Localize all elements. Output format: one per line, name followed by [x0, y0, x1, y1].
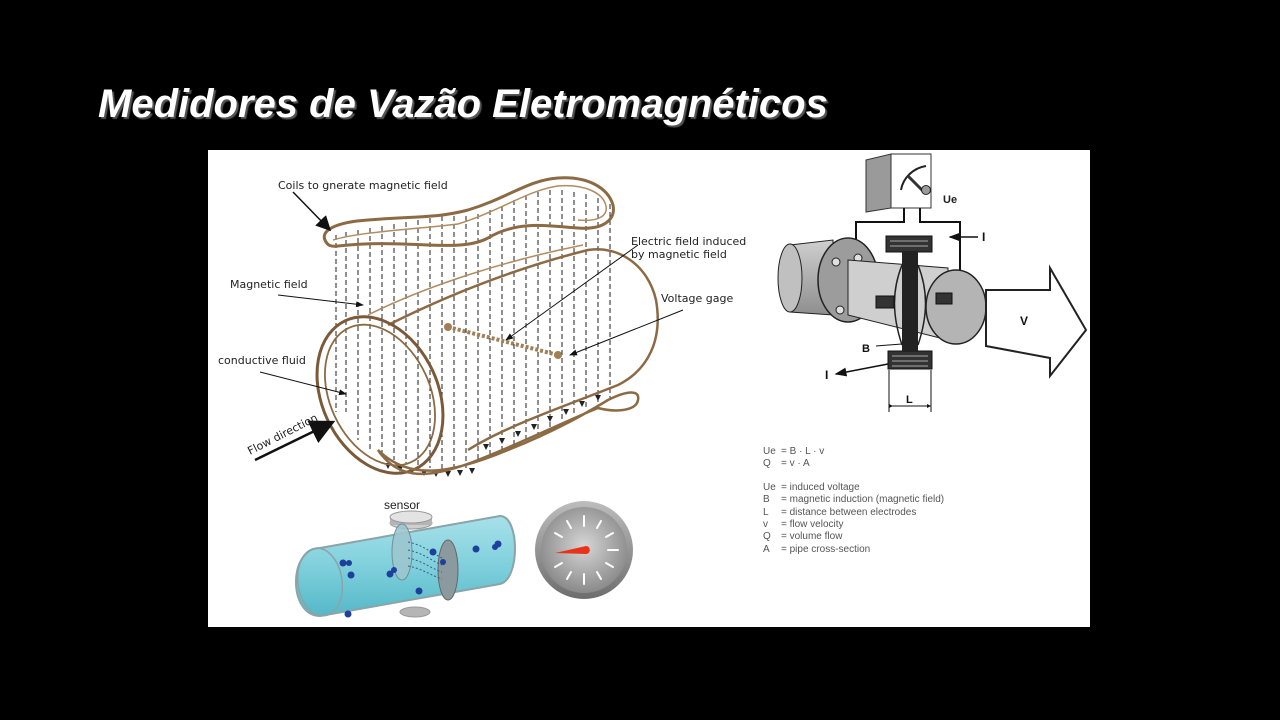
label-sensor: sensor: [384, 498, 420, 512]
definition-symbol: Q: [763, 531, 771, 543]
definition-row: L = distance between electrodes: [763, 507, 944, 519]
label-coils: Coils to gnerate magnetic field: [278, 179, 448, 192]
formula-symbol: Q: [763, 458, 771, 470]
definition-text: = pipe cross-section: [781, 543, 871, 555]
formula-expr: = v · A: [781, 458, 810, 470]
label-b: B: [862, 343, 870, 355]
formula-row: Ue = B · L · v: [763, 446, 944, 458]
definition-symbol: Ue: [763, 481, 776, 493]
coil-drawing: Coils to gnerate magnetic field Magnetic…: [218, 176, 746, 477]
definition-text: = volume flow: [781, 531, 843, 543]
definition-row: B = magnetic induction (magnetic field): [763, 494, 944, 506]
definition-row: Ue = induced voltage: [763, 482, 944, 494]
label-voltage-gage: Voltage gage: [661, 292, 733, 305]
definition-symbol: L: [763, 506, 769, 518]
definition-text: = magnetic induction (magnetic field): [781, 494, 945, 506]
definition-row: Q = volume flow: [763, 531, 944, 543]
label-electric-field-2: by magnetic field: [631, 248, 727, 261]
definition-symbol: B: [763, 494, 770, 506]
label-magnetic-field: Magnetic field: [230, 278, 308, 291]
definition-text: = distance between electrodes: [781, 506, 917, 518]
definition-symbol: v: [763, 519, 768, 531]
definition-row: A = pipe cross-section: [763, 544, 944, 556]
label-v: V: [1020, 314, 1028, 328]
slide-title: Medidores de Vazão Eletromagnéticos: [98, 82, 828, 126]
gauge-needle: [555, 546, 590, 554]
definition-symbol: A: [763, 543, 770, 555]
label-electric-field-1: Electric field induced: [631, 235, 746, 248]
definition-text: = flow velocity: [781, 519, 844, 531]
formula-symbol: Ue: [763, 446, 776, 457]
label-conductive-fluid: conductive fluid: [218, 354, 306, 367]
formula-legend: Ue = B · L · v Q = v · A Ue = induced vo…: [763, 446, 944, 556]
formula-row: Q = v · A: [763, 458, 944, 470]
sensor-drawing: sensor: [295, 498, 633, 618]
definition-row: v = flow velocity: [763, 519, 944, 531]
formula-expr: = B · L · v: [781, 446, 825, 457]
definition-text: = induced voltage: [781, 481, 860, 493]
label-l: L: [906, 394, 913, 406]
label-ue: Ue: [943, 194, 957, 206]
label-current-in: I: [982, 230, 985, 244]
figure-panel: Coils to gnerate magnetic field Magnetic…: [208, 150, 1090, 627]
meter-drawing: Ue: [777, 153, 1088, 412]
label-current-out: I: [825, 368, 828, 382]
coil-diagram: Coils to gnerate magnetic field Magnetic…: [218, 153, 1088, 618]
